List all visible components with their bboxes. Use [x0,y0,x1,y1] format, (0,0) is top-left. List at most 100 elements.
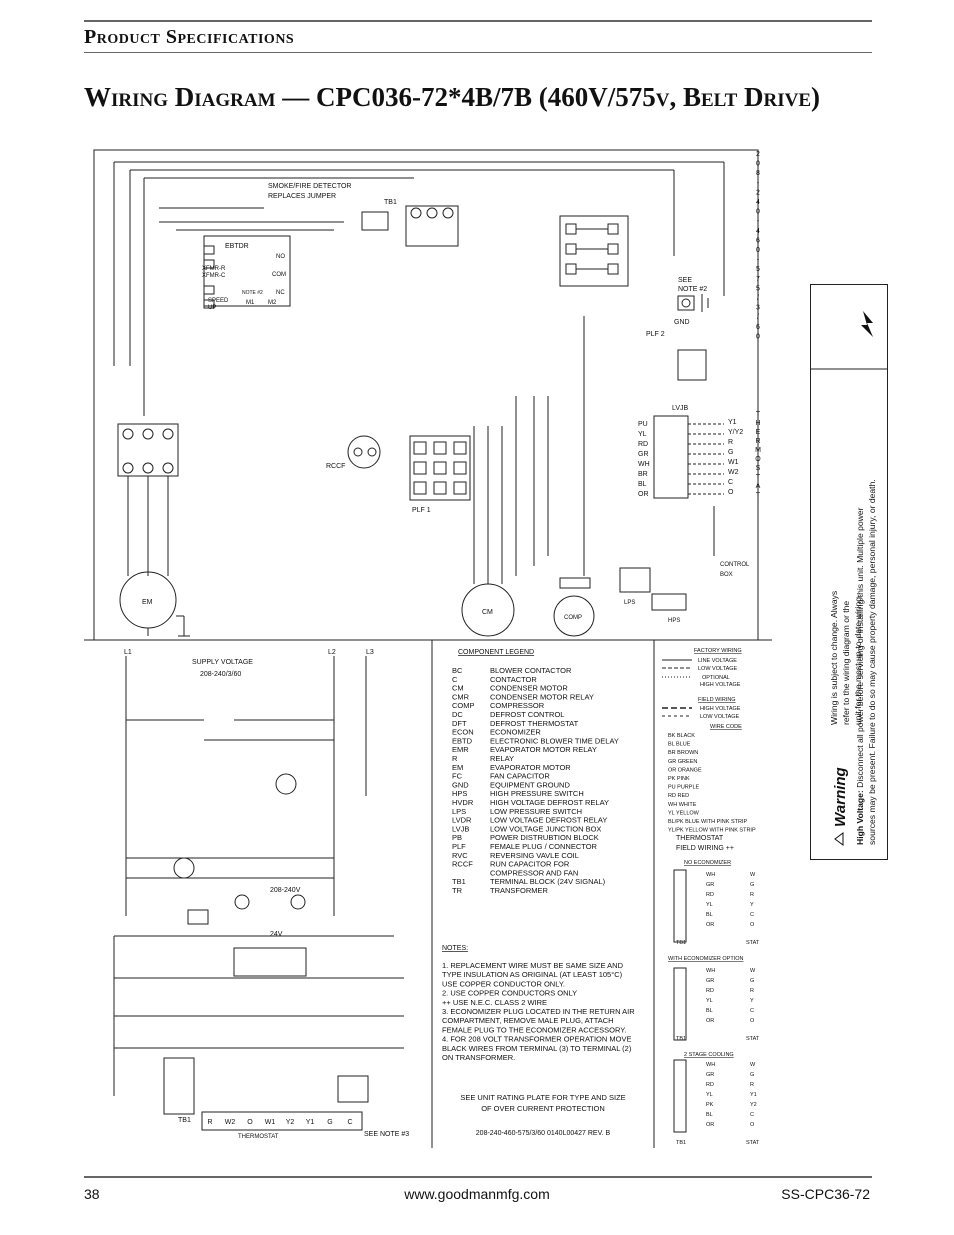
factory-high-voltage: HIGH VOLTAGE [700,682,741,688]
ladder-tb1-label: TB1 [178,1117,191,1124]
no-label: NO [276,254,285,260]
two-stage-wire: GR [706,1072,714,1078]
legend-code: HVDR [452,798,474,807]
footer-rule [84,1176,872,1178]
thermostat-terminal: R [728,439,733,446]
lvjb [653,415,689,499]
voltage-char: - [757,180,760,187]
voltage-char: 2 [756,151,760,158]
thermostat-terminal: W1 [728,459,739,466]
legend-code: TR [452,886,463,895]
voltage-char: 0 [756,209,760,216]
factory-low-voltage: LOW VOLTAGE [698,666,738,672]
see-label: SEE [678,277,692,284]
comp-label: COMP [564,615,582,621]
voltage-char: - [757,218,760,225]
legend-description: BLOWER CONTACTOR [490,666,572,675]
voltage-char: 0 [756,333,760,340]
legend-description: ECONOMIZER [490,728,541,737]
legend-code: GND [452,780,469,789]
econ-wire: OR [706,1018,714,1024]
voltage-char: - [757,257,760,264]
tb1-label: TB1 [384,199,397,206]
thermostat-char: A [756,483,761,490]
lvjb-wire: GR [638,451,649,458]
factory-wiring-label: FACTORY WIRING [694,648,742,654]
voltage-char: 5 [756,266,760,273]
wire-code: YL YELLOW [668,810,700,816]
two-stage-terminal: G [750,1072,754,1078]
smoke-detector-label-2: REPLACES JUMPER [268,193,336,200]
ebtdr-board [203,235,291,307]
voltage-char: 0 [756,247,760,254]
thermostat-terminal-strip [201,1111,363,1131]
change-line-2: refer to the wiring diagram or the [841,601,851,725]
ladder-thermostat-label: THERMOSTAT [238,1134,279,1140]
thermostat-vertical-label: THERMOSTAT [755,411,761,499]
see-note-3-label: SEE NOTE #3 [364,1131,409,1138]
legend-code: COMP [452,701,475,710]
upper-frame [93,149,759,641]
no-econ-terminal: G [750,882,754,888]
thermostat-terminal: W2 [728,469,739,476]
lvjb-wire: OR [638,491,649,498]
high-voltage-line-1: High Voltage: Disconnect all power befor… [855,507,865,845]
no-econ-wire: BL [706,912,713,918]
m2-label: M2 [268,300,277,306]
note-line: ON TRANSFORMER. [442,1053,515,1062]
wire-code: BL/PK BLUE WITH PINK STRIP [668,819,747,825]
thermostat-terminal-y1: Y1 [306,1119,315,1126]
legend-title: COMPONENT LEGEND [458,649,534,656]
with-economizer-label: WITH ECONOMIZER OPTION [668,956,743,962]
two-stage-tb1: TB1 [676,1140,686,1146]
wire-code: GR GREEN [668,759,697,765]
econ-terminal: G [750,978,754,984]
lps-label: LPS [624,600,635,606]
legend-code: DFT [452,719,467,728]
compressor [553,595,595,637]
legend-description: HIGH PRESSURE SWITCH [490,789,584,798]
contactor [559,215,629,287]
econ-terminal: C [750,1008,754,1014]
lvjb-wire: PU [638,421,648,428]
warning-panel: Warning High Voltage: Disconnect all pow… [810,284,888,860]
thermostat-terminal: Y/Y2 [728,429,743,436]
legend-code: LPS [452,807,466,816]
voltage-char: 4 [756,228,760,235]
thermostat-char: R [755,438,760,445]
no-econ-wire: YL [706,902,713,908]
footer-url[interactable]: www.goodmanmfg.com [404,1186,550,1202]
voltage-char: 6 [756,324,760,331]
lvjb-wire: RD [638,441,648,448]
legend-code: PLF [452,842,466,851]
hps-label: HPS [668,618,680,624]
legend-code: EM [452,763,463,772]
note-line: 3. ECONOMIZER PLUG LOCATED IN THE RETURN… [442,1007,635,1016]
two-stage-wire: YL [706,1092,713,1098]
ebtdr-label: EBTDR [225,243,249,250]
legend-description: EVAPORATOR MOTOR RELAY [490,745,597,754]
transformer-voltage: 208-240V [270,887,301,894]
legend-code: ECON [452,728,474,737]
econ-wire: WH [706,968,715,974]
rating-note-1: SEE UNIT RATING PLATE FOR TYPE AND SIZE [460,1093,625,1102]
note-line: FEMALE PLUG TO THE ECONOMIZER ACCESSORY. [442,1025,626,1034]
legend-description: COMPRESSOR [490,701,545,710]
econ-terminal: R [750,988,754,994]
econ-terminal: W [750,968,756,974]
econ-wire: BL [706,1008,713,1014]
voltage-vertical-label: 208-240-460-575/3/60 [756,151,760,340]
nc-label: NC [276,290,285,296]
no-econ-terminal: O [750,922,755,928]
two-stage-wire: WH [706,1062,715,1068]
xfmr-r-label: XFMR-R [202,266,226,272]
legend-description: REVERSING VAVLE COIL [490,851,579,860]
legend-description: TERMINAL BLOCK (24V SIGNAL) [490,877,606,886]
control-box-label-1: CONTROL [720,562,750,568]
two-stage-terminal: O [750,1122,755,1128]
thermostat-terminal: C [728,479,733,486]
two-stage-label: 2 STAGE COOLING [684,1052,734,1058]
econ-wire: YL [706,998,713,1004]
factory-line-voltage: LINE VOLTAGE [698,658,737,664]
